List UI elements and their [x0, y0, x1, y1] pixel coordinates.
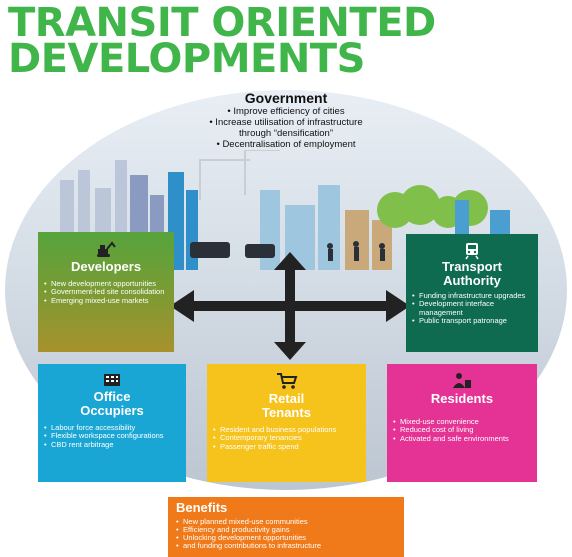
train-icon — [465, 243, 479, 260]
office-item-3: CBD rent arbitrage — [44, 440, 180, 450]
transport-item-2: Development interface management — [412, 300, 532, 317]
benefits-item-1: New planned mixed-use communities — [176, 518, 396, 527]
transport-item-1: Funding infrastructure upgrades — [412, 291, 532, 301]
benefits-heading: Benefits — [176, 500, 228, 515]
developers-heading: Developers — [70, 259, 142, 274]
residents-item-1: Mixed-use convenience — [393, 417, 531, 427]
developers-box: Developers New development opportunities… — [38, 232, 174, 352]
retail-heading-line-1: Retail — [268, 391, 305, 406]
office-heading-line-2: Occupiers — [80, 403, 144, 418]
government-point-1: • Improve efficiency of cities — [227, 106, 345, 117]
office-building-icon — [104, 374, 120, 386]
office-item-2: Flexible workspace configurations — [44, 431, 180, 441]
government-point-2: • Increase utilisation of infrastructure — [209, 117, 363, 128]
developers-item-3: Emerging mixed-use markets — [44, 296, 168, 306]
office-item-1: Labour force accessibility — [44, 423, 180, 433]
retail-heading-line-2: Tenants — [262, 405, 311, 420]
transport-heading-line-2: Authority — [443, 273, 501, 288]
residents-box: Residents Mixed-use convenience Reduced … — [387, 364, 537, 482]
retail-item-2: Contemporary tenancies — [213, 433, 360, 443]
retail-item-3: Passenger traffic spend — [213, 442, 360, 452]
developers-item-2: Government-led site consolidation — [44, 287, 168, 297]
developers-item-1: New development opportunities — [44, 279, 168, 289]
residents-item-2: Reduced cost of living — [393, 425, 531, 435]
transport-authority-box: Transport Authority Funding infrastructu… — [406, 234, 538, 352]
benefits-item-3: Unlocking development opportunities — [176, 534, 396, 543]
residents-item-3: Activated and safe environments — [393, 434, 531, 444]
retail-tenants-box: Retail Tenants Resident and business pop… — [207, 364, 366, 482]
benefits-item-3-cont: and funding contributions to infrastruct… — [176, 542, 396, 551]
government-panel: Government • Improve efficiency of citie… — [150, 90, 422, 150]
residents-heading: Residents — [430, 391, 494, 406]
benefits-box: Benefits New planned mixed-use communiti… — [168, 497, 404, 557]
four-way-arrow — [170, 252, 410, 360]
benefits-item-2: Efficiency and productivity gains — [176, 526, 396, 535]
transport-item-3: Public transport patronage — [412, 316, 532, 326]
government-heading: Government — [244, 90, 328, 106]
government-point-2-cont: through “densification” — [239, 128, 333, 139]
office-heading-line-1: Office — [93, 389, 131, 404]
title-line-1: TRANSIT ORIENTED — [8, 0, 436, 46]
government-point-3: • Decentralisation of employment — [216, 139, 356, 150]
office-occupiers-box: Office Occupiers Labour force accessibil… — [38, 364, 186, 482]
excavator-icon — [97, 241, 116, 257]
retail-item-1: Resident and business populations — [213, 425, 360, 435]
transport-heading-line-1: Transport — [442, 259, 502, 274]
shopping-cart-icon — [276, 373, 297, 389]
title-line-2: DEVELOPMENTS — [8, 36, 365, 82]
residents-person-icon — [453, 373, 471, 388]
